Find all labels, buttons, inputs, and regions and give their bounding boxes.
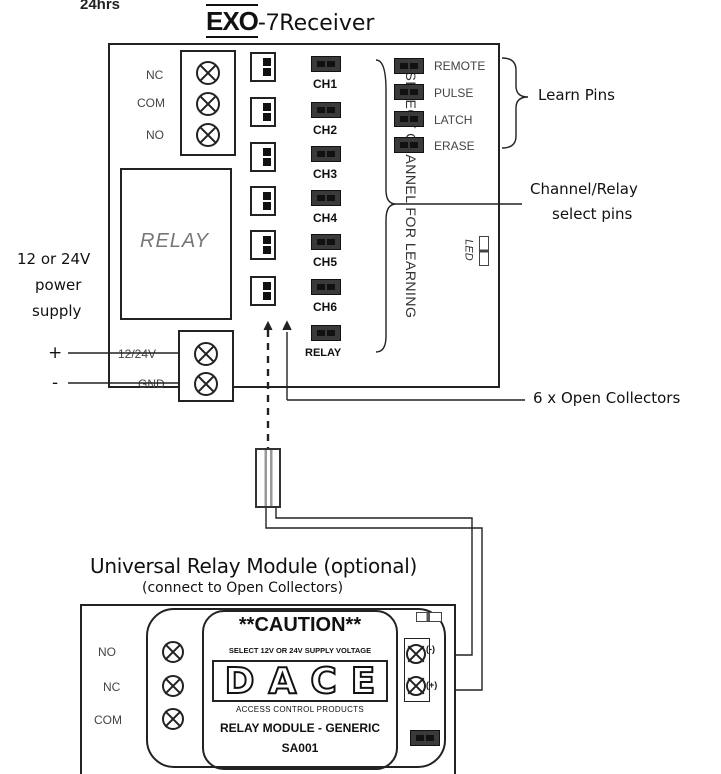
module-screw-com	[162, 708, 184, 730]
channel-pin-ch4[interactable]	[311, 190, 341, 206]
module-part-number: SA001	[281, 741, 319, 755]
channel-label-ch2: CH2	[313, 123, 338, 137]
channel-label-ch6: CH6	[313, 300, 338, 314]
screw-terminal-12-24v	[194, 342, 218, 366]
channel-label-ch1: CH1	[313, 77, 338, 91]
channel-pin-ch3[interactable]	[311, 146, 341, 162]
brand-logo: EXO	[206, 4, 259, 38]
module-led	[416, 612, 442, 622]
model-suffix: -7	[257, 9, 280, 36]
open-collector-4	[250, 186, 276, 216]
open-collectors-annotation: 6 x Open Collectors	[533, 389, 681, 407]
relay-module-board	[80, 604, 456, 774]
screw-terminal-no	[196, 123, 220, 147]
open-collector-5	[250, 230, 276, 260]
channel-label-relay: RELAY	[305, 347, 342, 359]
module-name: RELAY MODULE - GENERIC	[219, 721, 381, 735]
module-minus-label: (-)	[426, 644, 435, 654]
module-screw-plus	[406, 676, 426, 696]
channel-pin-relay[interactable]	[311, 325, 341, 341]
channel-select-annotation-2: select pins	[552, 205, 633, 223]
module-screw-minus	[406, 644, 426, 664]
channel-pin-ch5[interactable]	[311, 234, 341, 250]
learn-pin-erase[interactable]	[394, 137, 424, 153]
dace-logo: DACE	[212, 660, 390, 703]
channel-label-ch3: CH3	[313, 167, 338, 181]
module-terminal-label-nc: NC	[103, 680, 121, 694]
power-annotation-1: 12 or 24V	[17, 250, 91, 268]
module-jumper-pin[interactable]	[410, 730, 440, 746]
minus-annotation: -	[52, 373, 59, 393]
channel-pin-ch1[interactable]	[311, 56, 341, 72]
screw-terminal-nc	[196, 61, 220, 85]
channel-pin-ch2[interactable]	[311, 102, 341, 118]
screw-terminal-com	[196, 92, 220, 116]
open-collector-3	[250, 142, 276, 172]
module-screw-no	[162, 641, 184, 663]
caution-subtitle: SELECT 12V OR 24V SUPPLY VOLTAGE	[228, 646, 372, 655]
power-annotation-2: power	[35, 276, 82, 294]
module-screw-nc	[162, 675, 184, 697]
learn-label-pulse: PULSE	[434, 86, 474, 100]
module-subtitle: (connect to Open Collectors)	[142, 580, 344, 596]
open-collector-2	[250, 97, 276, 127]
dace-logo-subtitle: ACCESS CONTROL PRODUCTS	[236, 705, 364, 714]
open-collector-6	[250, 276, 276, 306]
open-collector-1	[250, 52, 276, 82]
learn-pins-annotation: Learn Pins	[538, 86, 615, 104]
caution-title: **CAUTION**	[238, 614, 362, 636]
module-title: Universal Relay Module (optional)	[90, 554, 417, 578]
dace-logo-text: DACE	[224, 660, 390, 703]
learn-pin-pulse[interactable]	[394, 84, 424, 100]
learn-label-remote: REMOTE	[434, 59, 486, 73]
plus-annotation: +	[48, 343, 63, 363]
terminal-label-nc: NC	[146, 68, 164, 82]
power-annotation-3: supply	[32, 302, 82, 320]
learn-pin-remote[interactable]	[394, 58, 424, 74]
terminal-label-com: COM	[137, 96, 165, 110]
power-label-12-24v: 12/24V	[118, 347, 157, 361]
relay-component	[120, 168, 232, 320]
learn-label-latch: LATCH	[434, 113, 473, 127]
channel-pin-ch6[interactable]	[311, 279, 341, 295]
learn-pin-latch[interactable]	[394, 111, 424, 127]
terminal-label-no: NO	[146, 128, 164, 142]
learn-label-erase: ERASE	[434, 139, 475, 153]
led-indicator	[479, 236, 489, 266]
module-terminal-label-com: COM	[94, 713, 122, 727]
channel-select-annotation-1: Channel/Relay	[530, 180, 638, 198]
connector-plug	[255, 448, 281, 508]
hours-text: 24hrs	[80, 0, 121, 13]
channel-label-ch5: CH5	[313, 255, 338, 269]
relay-label: RELAY	[140, 230, 210, 252]
module-terminal-label-no: NO	[98, 645, 116, 659]
receiver-title: EXO-7Receiver	[206, 4, 375, 38]
channel-label-ch4: CH4	[313, 211, 338, 225]
module-plus-label: (+)	[426, 680, 438, 690]
screw-terminal-gnd	[194, 372, 218, 396]
power-label-gnd: GND	[138, 377, 165, 391]
receiver-label: Receiver	[279, 11, 375, 36]
